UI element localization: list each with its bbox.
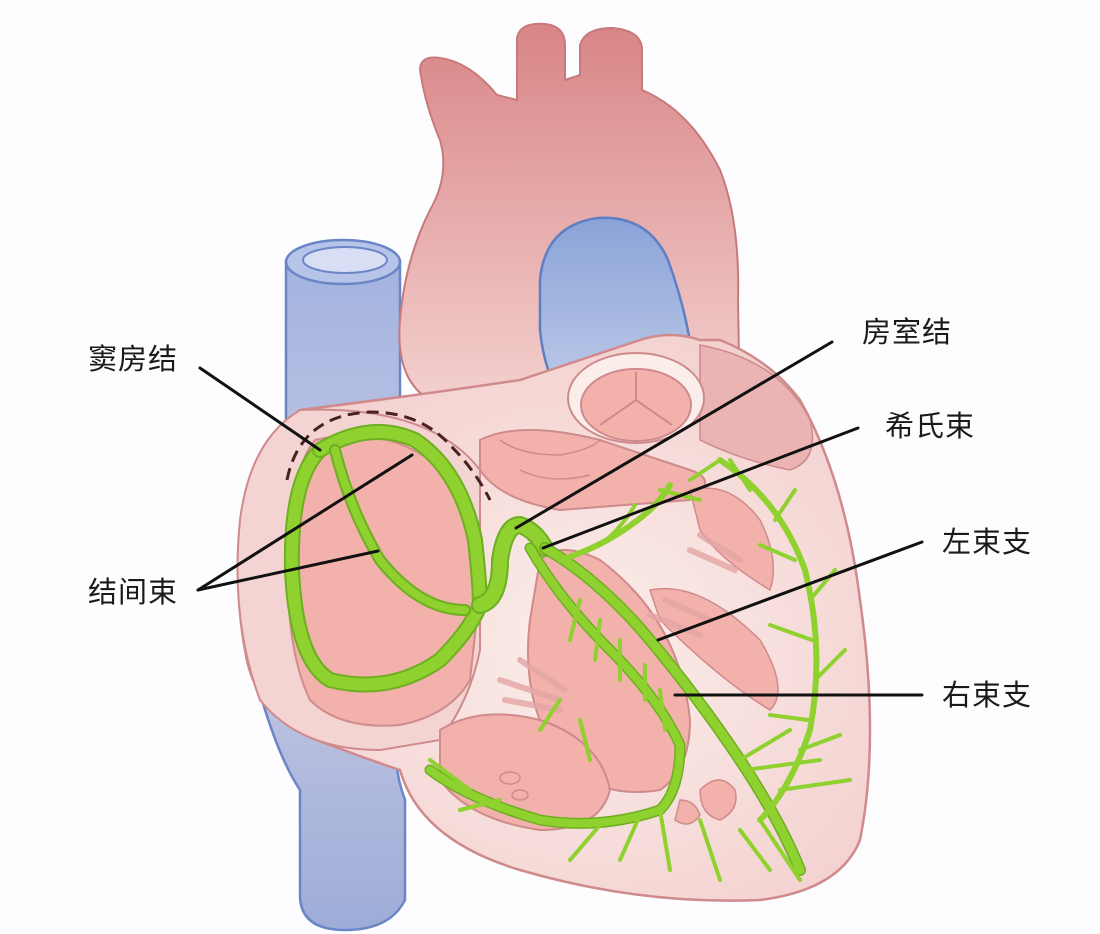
conduction-system bbox=[283, 424, 852, 882]
leader-av-node bbox=[514, 340, 834, 530]
aortic-valve bbox=[567, 352, 705, 444]
leader-sa-node bbox=[198, 366, 322, 452]
label-right-bundle-branch: 右束支 bbox=[942, 678, 1033, 712]
sa-dashed-outline bbox=[285, 410, 492, 501]
leader-internodal-2 bbox=[196, 549, 380, 592]
label-his-bundle: 希氏束 bbox=[885, 409, 976, 443]
label-left-bundle-branch: 左束支 bbox=[942, 525, 1033, 559]
leader-internodal-1 bbox=[196, 453, 414, 592]
label-av-node: 房室结 bbox=[862, 315, 953, 349]
leader-his-bundle bbox=[541, 426, 860, 550]
leader-lines bbox=[196, 340, 924, 697]
label-sa-node: 窦房结 bbox=[88, 342, 179, 376]
label-internodal-bundle: 结间束 bbox=[88, 575, 179, 609]
leader-left-bundle bbox=[656, 540, 924, 642]
